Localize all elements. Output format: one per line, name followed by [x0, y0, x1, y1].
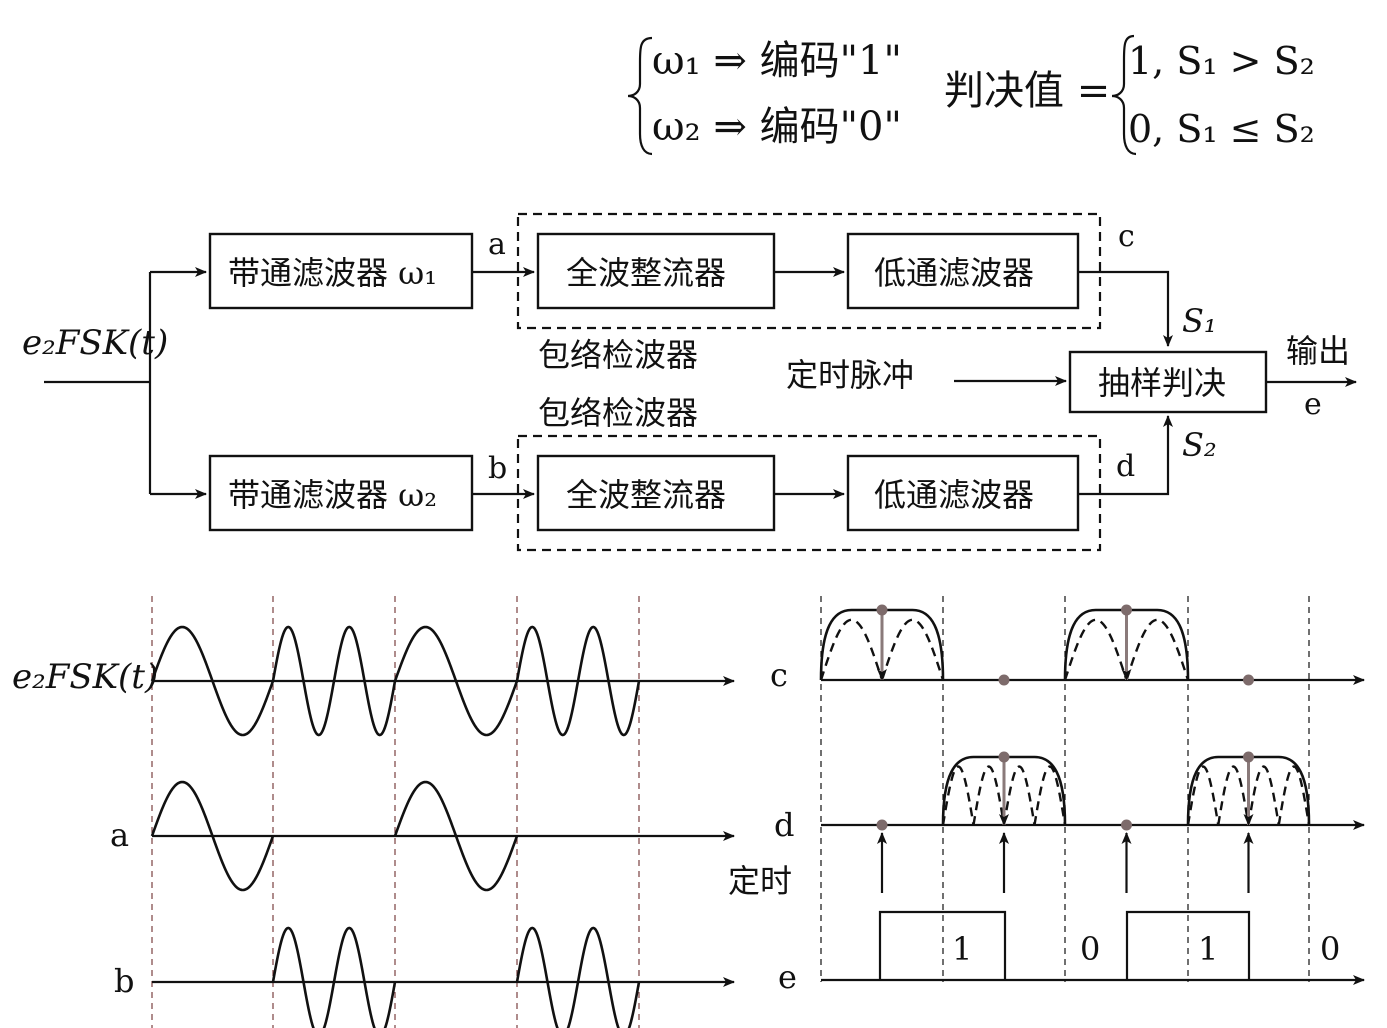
a-waveform: [150, 780, 519, 892]
sample-decision-label: 抽样判决: [1098, 364, 1226, 402]
node-d-label: d: [1116, 449, 1135, 484]
rectified-wave: [1186, 765, 1311, 826]
node-a-label: a: [488, 227, 506, 262]
output-pulse-2: [1125, 910, 1251, 980]
output-pulse-1: [878, 910, 1007, 980]
decision-case-0: 0, S₁ ≤ S₂: [1128, 107, 1315, 151]
bit-label: 0: [1080, 930, 1100, 968]
sample-point-d: [998, 751, 1010, 763]
timing-wave-label: 定时: [728, 862, 792, 900]
sample-point-c: [998, 674, 1010, 686]
node-e-label: e: [1304, 387, 1322, 422]
sample-point-d: [1121, 819, 1132, 831]
e-wave-label: e: [778, 958, 797, 996]
sample-point-c: [1121, 604, 1132, 616]
e2fsk-waveform: [150, 625, 641, 737]
output-label: 输出: [1286, 332, 1350, 370]
block-diagram: e₂FSK(t) 带通滤波器 ω₁ a 全波整流器 低通滤波器 c S₁ 包络检…: [22, 212, 1357, 552]
lowpass-filter-2: [846, 454, 1080, 532]
rectified-wave: [941, 765, 1067, 826]
sample-decision-block: [1068, 350, 1268, 414]
node-c-label: c: [1118, 219, 1135, 254]
sample-point-d: [1243, 751, 1254, 763]
bit-label: 1: [1198, 930, 1218, 968]
full-wave-rectifier-1: [536, 232, 776, 310]
rectified-wave: [819, 618, 945, 681]
lowpass-filter-1-label: 低通滤波器: [874, 254, 1034, 292]
s2-label: S₂: [1182, 426, 1217, 464]
rectified-wave: [1063, 618, 1190, 681]
c-wave-label: c: [770, 656, 788, 694]
d-wave-label: d: [774, 806, 794, 844]
b-waveform: [271, 926, 641, 1028]
envelope-detector-2-label: 包络检波器: [538, 394, 698, 432]
encoding-rule: ω₁ ⇒ 编码"1" ω₂ ⇒ 编码"0": [627, 36, 902, 156]
sample-point-c: [1243, 674, 1254, 686]
sample-point-d: [876, 819, 888, 831]
s2-arrow: [1078, 415, 1173, 496]
w1-encoding: ω₁ ⇒ 编码"1": [652, 38, 902, 84]
envelope-detector-1-label: 包络检波器: [538, 336, 698, 374]
e2fsk-wave-label: e₂FSK(t): [12, 657, 158, 697]
left-waveforms: e₂FSK(t) a b: [12, 596, 735, 1028]
bit-label: 1: [952, 930, 972, 968]
a-wave-label: a: [110, 816, 129, 854]
right-waveforms: c d 定时 e 1 0 1 0: [728, 596, 1365, 996]
decision-value-label: 判决值 =: [944, 68, 1110, 114]
full-wave-rectifier-1-label: 全波整流器: [566, 254, 726, 292]
decision-brace: [1111, 34, 1137, 156]
bandpass-filter-w1: [208, 232, 474, 310]
w2-encoding: ω₂ ⇒ 编码"0": [652, 104, 902, 150]
s1-label: S₁: [1182, 302, 1217, 340]
lowpass-filter-2-label: 低通滤波器: [874, 476, 1034, 514]
timing-pulse-label: 定时脉冲: [786, 356, 914, 394]
left-brace: [627, 36, 653, 156]
bandpass-filter-w2-label: 带通滤波器 ω₂: [228, 476, 437, 514]
bit-label: 0: [1320, 930, 1340, 968]
s1-arrow: [1078, 270, 1173, 347]
decision-case-1: 1, S₁ > S₂: [1128, 39, 1315, 83]
node-b-label: b: [488, 451, 507, 486]
full-wave-rectifier-2-label: 全波整流器: [566, 476, 726, 514]
bandpass-filter-w1-label: 带通滤波器 ω₁: [228, 254, 437, 292]
decision-rule: 判决值 = 1, S₁ > S₂ 0, S₁ ≤ S₂: [944, 34, 1315, 156]
bandpass-filter-w2: [208, 454, 474, 532]
b-wave-label: b: [114, 962, 134, 1000]
full-wave-rectifier-2: [536, 454, 776, 532]
input-signal-label: e₂FSK(t): [22, 323, 168, 363]
sample-point-c: [876, 604, 888, 616]
